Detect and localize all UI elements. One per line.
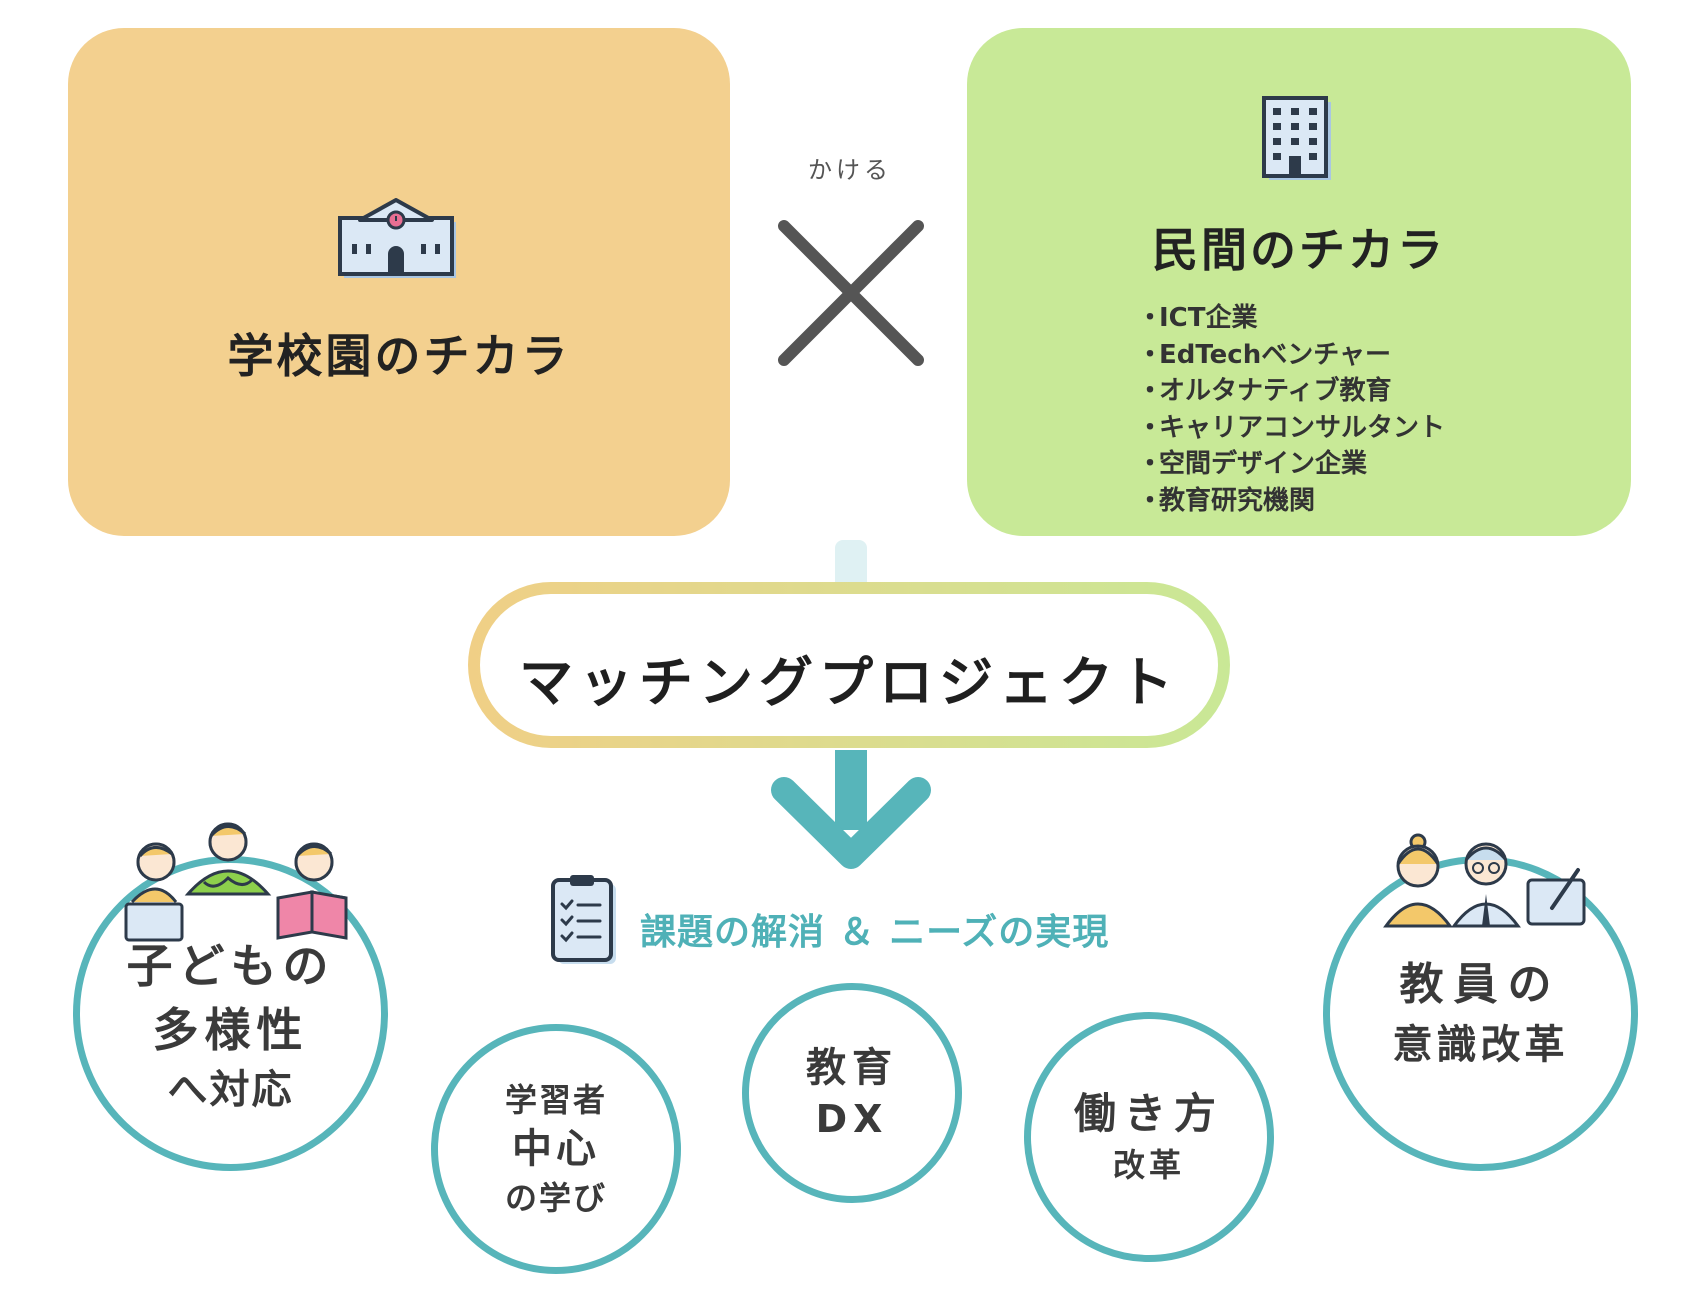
children-group-icon bbox=[124, 822, 348, 942]
learner-centered-circle: 学習者 中心 の学び bbox=[431, 1024, 681, 1274]
private-sector-list: ・ICT企業 ・EdTechベンチャー ・オルタナティブ教育 ・キャリアコンサル… bbox=[1137, 300, 1445, 519]
list-item: ・空間デザイン企業 bbox=[1137, 449, 1368, 479]
school-power-title: 学校園のチカラ bbox=[227, 329, 571, 383]
list-item: ・EdTechベンチャー bbox=[1137, 339, 1391, 370]
education-dx-circle: 教育 DX bbox=[742, 983, 962, 1203]
diversity-line2: 多様性 bbox=[152, 1002, 309, 1057]
school-power-box: 学校園のチカラ bbox=[68, 28, 730, 536]
work-style-reform-circle: 働き方 改革 bbox=[1024, 1012, 1274, 1262]
diversity-line3: へ対応 bbox=[167, 1066, 294, 1113]
teacher-line2: 意識改革 bbox=[1392, 1021, 1569, 1068]
kakeru-label: かける bbox=[808, 156, 892, 184]
clipboard-checklist-icon bbox=[551, 875, 616, 964]
teacher-line1: 教員の bbox=[1399, 958, 1562, 1010]
diversity-line1: 子どもの bbox=[126, 938, 335, 993]
learner-line2: 中心 bbox=[512, 1126, 600, 1172]
school-building-icon bbox=[338, 198, 456, 278]
work-line2: 改革 bbox=[1112, 1146, 1185, 1184]
down-arrow-icon bbox=[771, 750, 931, 869]
multiply-cross-icon bbox=[778, 220, 924, 366]
work-line1: 働き方 bbox=[1073, 1089, 1224, 1138]
list-item: ・ICT企業 bbox=[1137, 303, 1258, 333]
learner-line1: 学習者 bbox=[504, 1081, 607, 1119]
learner-line3: の学び bbox=[504, 1179, 607, 1217]
private-power-box: 民間のチカラ ・ICT企業 ・EdTechベンチャー ・オルタナティブ教育 ・キ… bbox=[967, 28, 1631, 536]
dx-line2: DX bbox=[815, 1097, 889, 1141]
dx-line1: 教育 bbox=[806, 1045, 898, 1091]
private-power-title: 民間のチカラ bbox=[1152, 223, 1446, 277]
outcome-label: 課題の解消 ＆ ニーズの実現 bbox=[640, 912, 1110, 953]
list-item: ・キャリアコンサルタント bbox=[1137, 412, 1446, 443]
list-item: ・教育研究機関 bbox=[1137, 485, 1316, 516]
list-item: ・オルタナティブ教育 bbox=[1137, 376, 1392, 406]
office-building-icon bbox=[1262, 96, 1331, 180]
matching-project-label: マッチングプロジェクト bbox=[519, 651, 1179, 714]
matching-project-pill: マッチングプロジェクト bbox=[468, 582, 1230, 748]
teachers-tablet-icon bbox=[1383, 833, 1586, 928]
connector-bar bbox=[835, 540, 867, 586]
